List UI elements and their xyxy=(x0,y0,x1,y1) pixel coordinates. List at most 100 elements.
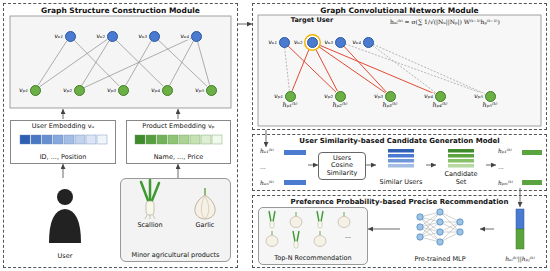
vector-bar xyxy=(284,150,306,155)
connector xyxy=(366,165,376,166)
scallion-leaf xyxy=(141,182,149,203)
vertex-label: vᵤ₂ xyxy=(95,33,106,40)
connector xyxy=(288,46,336,92)
box-label: ID, ..., Position xyxy=(40,154,87,161)
embedding-cell xyxy=(146,135,156,144)
connector xyxy=(373,44,485,94)
vertex-label: vₚ₃ xyxy=(373,93,384,100)
connector xyxy=(426,165,436,166)
connector xyxy=(178,164,179,178)
product-vertex: vₚ₃hₚ₃⁽ᵏ⁾ xyxy=(385,91,396,102)
vector-stack: hₚ₁⁽ᵏ⁾...hₚₘ⁽ᵏ⁾ xyxy=(496,147,545,188)
connector xyxy=(480,229,494,230)
garlic-mini xyxy=(344,212,345,216)
embedding-cell xyxy=(64,135,74,144)
product-vertex: vₚ₃ xyxy=(118,85,129,96)
embedding-cell xyxy=(168,135,178,144)
embedding-box: User Embedding vᵤID, ..., Position xyxy=(10,120,116,164)
connector xyxy=(292,50,309,91)
embedding-cell xyxy=(86,135,96,144)
vertex-label: vᵤ₃ xyxy=(323,39,334,46)
garlic-mini xyxy=(290,217,302,228)
ellipsis: ... xyxy=(338,233,358,241)
scallion-leaf xyxy=(151,183,159,203)
vertex-feature: hₚ₁⁽ᵏ⁾ xyxy=(282,102,299,109)
garlic-mini xyxy=(338,217,350,228)
graph-frame xyxy=(258,15,541,126)
user-body xyxy=(49,209,81,243)
box-label: Minor agricultural products xyxy=(132,252,220,259)
vertex-feature: hₚ₂⁽ᵏ⁾ xyxy=(332,102,349,109)
embedding-cell xyxy=(53,135,63,144)
panel-title: Graph Structure Construction Module xyxy=(4,4,237,15)
product-vertex: vₚ₄ xyxy=(162,85,173,96)
mlp-neuron xyxy=(457,219,463,225)
vertex-label: vᵤ₄ xyxy=(351,39,362,46)
scallion-mini xyxy=(293,231,299,247)
box-label: hᵤᵢ⁽ᵏ⁾||hₚⱼ⁽ᵏ⁾ xyxy=(505,256,535,263)
embedding-cell xyxy=(157,135,167,144)
product-ground xyxy=(120,178,231,262)
scallion-mini xyxy=(318,221,322,228)
vector-bar xyxy=(522,150,542,155)
scallion-mini xyxy=(269,211,275,227)
module-panel: hᵤ₁⁽ᵏ⁾...hᵤₙ⁽ᵏ⁾Users Cosine SimilaritySi… xyxy=(252,134,547,191)
vector-label: hₚ₁⁽ᵏ⁾ xyxy=(498,148,512,155)
mlp-neuron xyxy=(457,229,463,235)
vertex-label: vₚ₁ xyxy=(273,93,284,100)
vector-bar xyxy=(388,159,414,163)
scallion-mini xyxy=(317,211,323,227)
vertex-label: vᵤ₃ xyxy=(137,33,148,40)
graph-frame xyxy=(10,16,231,108)
product-vertex: vₚ₅hₚ₅⁽ᵏ⁾ xyxy=(485,91,496,102)
vertex-feature: hₚ₃⁽ᵏ⁾ xyxy=(382,102,399,109)
vertex-label: vₚ₄ xyxy=(150,87,161,94)
garlic-mini xyxy=(266,236,278,247)
mlp-neuron xyxy=(437,239,443,245)
scallion-mini xyxy=(294,241,298,248)
embedding-cell xyxy=(97,135,107,144)
vertex-label: vᵤ₁ xyxy=(53,33,64,40)
vector-label: hᵤ₁⁽ᵏ⁾ xyxy=(260,148,274,155)
box-label: Users Cosine Similarity xyxy=(322,155,362,177)
vector-bar xyxy=(448,164,474,168)
vector-label: ... xyxy=(498,164,504,171)
user-vertex: vᵤ₄ xyxy=(191,31,202,42)
connector xyxy=(126,41,152,85)
vector-bar xyxy=(448,154,474,158)
embedding-cell xyxy=(42,135,52,144)
mlp-neuron xyxy=(417,224,423,230)
vertex-feature: hₚ₄⁽ᵏ⁾ xyxy=(432,102,449,109)
mlp-neuron xyxy=(417,214,423,220)
user-head xyxy=(57,189,73,205)
garlic-sprout xyxy=(204,188,206,195)
vector-bar xyxy=(388,149,414,153)
product-vertex: vₚ₄hₚ₄⁽ᵏ⁾ xyxy=(435,91,446,102)
box-label: Pre-trained MLP xyxy=(414,256,465,263)
embedding-cell xyxy=(31,135,41,144)
garlic-mini xyxy=(320,231,321,235)
garlic-cloves xyxy=(201,196,209,219)
product-vertex: vₚ₂ xyxy=(74,85,85,96)
garlic-mini xyxy=(314,236,326,247)
vector-set: Candidate Set xyxy=(436,147,486,188)
user-vertex: vᵤ₂ xyxy=(307,37,318,48)
product-vertex: vₚ₁hₚ₁⁽ᵏ⁾ xyxy=(285,91,296,102)
connector xyxy=(170,41,194,85)
vertex-label: vₚ₁ xyxy=(18,87,29,94)
process-box: Users Cosine Similarity xyxy=(318,152,366,180)
mlp-neuron xyxy=(437,209,443,215)
connector xyxy=(316,50,338,92)
vector-label: hᵤₙ⁽ᵏ⁾ xyxy=(260,180,274,187)
connector xyxy=(344,46,387,92)
mlp-neuron xyxy=(437,229,443,235)
panel-title: Graph Convolutional Network Module xyxy=(253,4,546,15)
icon-caption: Garlic xyxy=(180,222,230,230)
connector xyxy=(197,41,209,84)
flow-arrow xyxy=(178,109,179,119)
box-label: User xyxy=(58,253,73,260)
embedding-cell xyxy=(190,135,200,144)
icon-caption: Scallion xyxy=(125,222,175,230)
scallion-leaf xyxy=(149,180,152,203)
